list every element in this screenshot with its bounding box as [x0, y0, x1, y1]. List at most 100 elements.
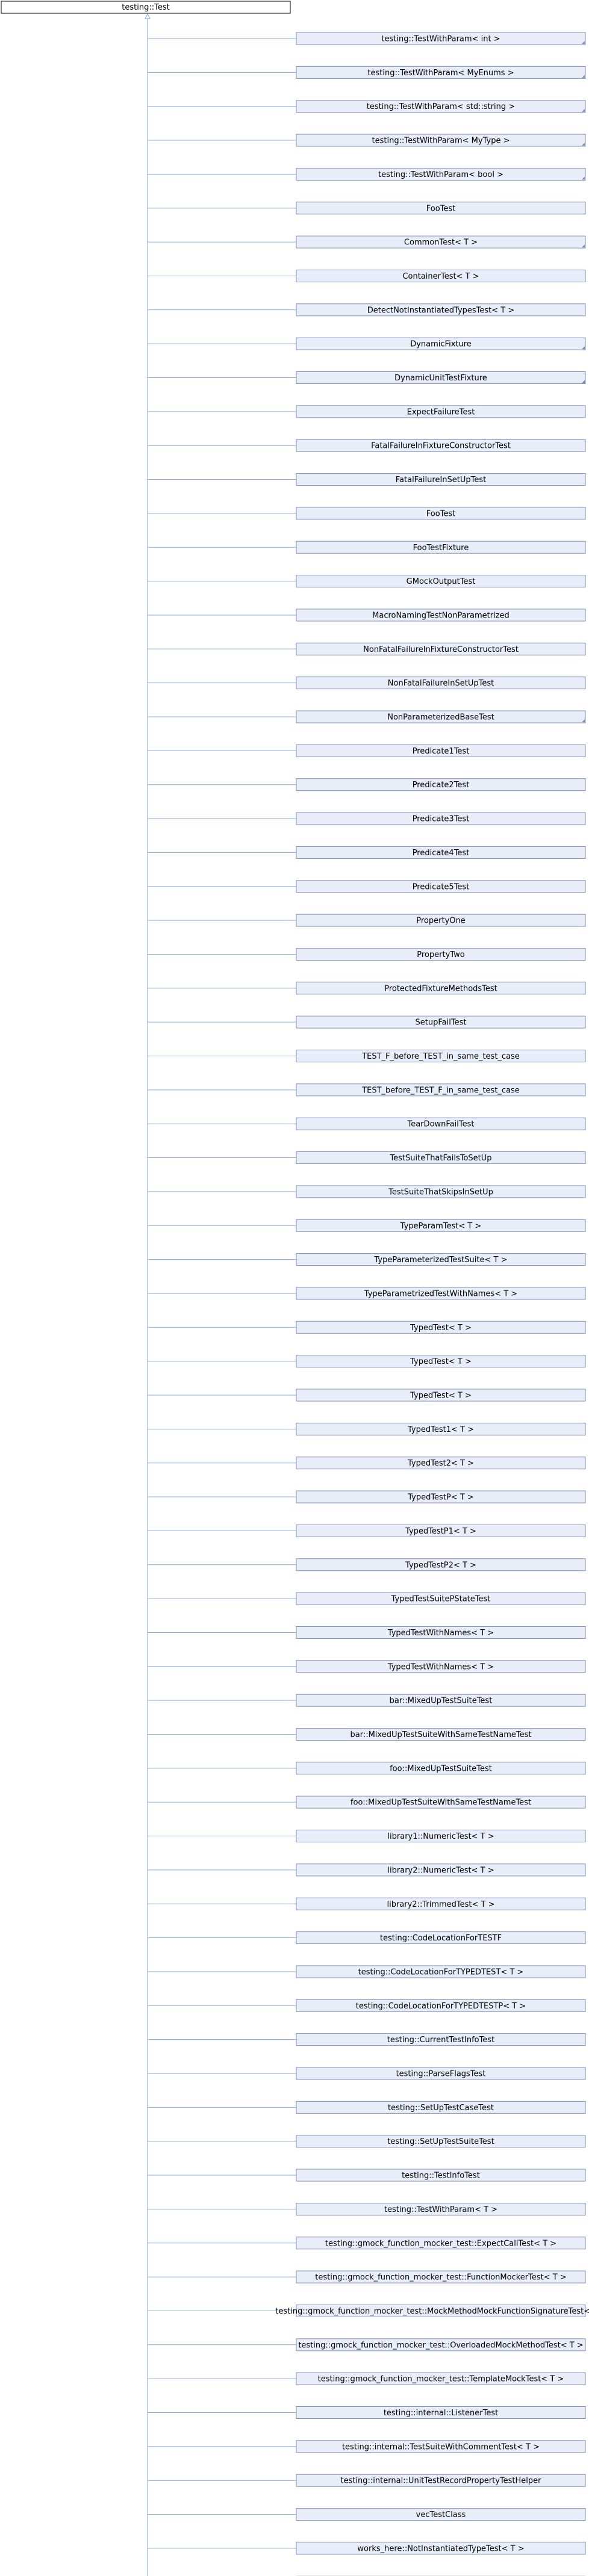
derived-class-node[interactable]: TestSuiteThatFailsToSetUp [296, 1151, 586, 1165]
derived-class-node[interactable]: FatalFailureInFixtureConstructorTest [296, 439, 586, 452]
derived-class-node[interactable]: TypedTestP2< T > [296, 1558, 586, 1571]
derived-class-node[interactable]: Predicate5Test [296, 880, 586, 893]
derived-class-node[interactable]: TypedTest2< T > [296, 1457, 586, 1470]
derived-class-node[interactable]: testing::CurrentTestInfoTest [296, 2033, 586, 2046]
root-class-node[interactable]: testing::Test [1, 1, 291, 14]
derived-class-box [296, 1897, 586, 1910]
derived-class-node[interactable]: FooTest [296, 507, 586, 520]
derived-class-node[interactable]: Predicate1Test [296, 744, 586, 757]
derived-class-node[interactable]: testing::internal::ListenerTest [296, 2406, 586, 2419]
derived-class-node[interactable]: testing::TestWithParam< std::string > [296, 100, 586, 113]
derived-class-node[interactable]: testing::internal::UnitTestRecordPropert… [296, 2474, 586, 2487]
derived-class-node[interactable]: NonParameterizedBaseTest [296, 710, 586, 723]
derived-class-box [296, 642, 586, 655]
derived-class-box [296, 1355, 586, 1368]
derived-class-node[interactable]: testing::CodeLocationForTYPEDTESTP< T > [296, 1999, 586, 2012]
derived-class-label: TEST_before_TEST_F_in_same_test_case [361, 1086, 520, 1095]
derived-class-node[interactable]: TestSuiteThatSkipsInSetUp [296, 1185, 586, 1198]
truncation-mark [582, 143, 585, 146]
derived-class-node[interactable]: foo::MixedUpTestSuiteTest [296, 1762, 586, 1775]
derived-class-node[interactable]: DynamicFixture [296, 337, 586, 350]
derived-class-node[interactable]: DetectNotInstantiatedTypesTest< T > [296, 303, 586, 317]
derived-class-node[interactable]: TypedTest1< T > [296, 1422, 586, 1435]
derived-class-node[interactable]: Predicate2Test [296, 778, 586, 791]
derived-class-node[interactable]: works_here::NotInstantiatedTypeTest< T > [296, 2542, 586, 2555]
derived-class-node[interactable]: library2::TrimmedTest< T > [296, 1897, 586, 1910]
derived-class-node[interactable]: TypedTest< T > [296, 1389, 586, 1402]
derived-class-box [296, 1219, 586, 1232]
derived-class-node[interactable]: testing::TestInfoTest [296, 2169, 586, 2182]
derived-class-node[interactable]: testing::gmock_function_mocker_test::Tem… [296, 2372, 586, 2385]
derived-class-label: Predicate3Test [413, 815, 470, 824]
derived-class-node[interactable]: ProtectedFixtureMethodsTest [296, 982, 586, 995]
derived-class-node[interactable]: MacroNamingTestNonParametrized [296, 608, 586, 622]
derived-class-node[interactable]: testing::ParseFlagsTest [296, 2067, 586, 2080]
derived-class-label: NonFatalFailureInFixtureConstructorTest [363, 645, 519, 654]
derived-class-node[interactable]: TypedTestP< T > [296, 1490, 586, 1503]
derived-class-node[interactable]: TypedTestSuitePStateTest [296, 1592, 586, 1605]
derived-class-node[interactable]: testing::CodeLocationForTESTF [296, 1931, 586, 1945]
derived-class-node[interactable]: library1::NumericTest< T > [296, 1830, 586, 1843]
derived-class-box [296, 2169, 586, 2182]
derived-class-node[interactable]: testing::TestWithParam< MyType > [296, 134, 586, 147]
derived-class-node[interactable]: TEST_F_before_TEST_in_same_test_case [296, 1050, 586, 1062]
derived-class-node[interactable]: testing::gmock_function_mocker_test::Fun… [296, 2270, 586, 2283]
derived-class-box [296, 1524, 586, 1537]
derived-class-node[interactable]: PropertyOne [296, 914, 586, 927]
truncation-mark [582, 75, 585, 78]
derived-class-box [296, 167, 586, 181]
derived-class-node[interactable]: testing::gmock_function_mocker_test::Moc… [275, 2304, 589, 2317]
derived-class-node[interactable]: TypedTestP1< T > [296, 1524, 586, 1537]
derived-class-node[interactable]: testing::gmock_function_mocker_test::Exp… [296, 2237, 586, 2250]
derived-class-label: testing::CodeLocationForTYPEDTEST< T > [358, 1968, 524, 1977]
derived-class-node[interactable]: FooTestFixture [296, 540, 586, 554]
derived-class-node[interactable]: NonFatalFailureInFixtureConstructorTest [296, 642, 586, 655]
derived-class-node[interactable]: SetupFailTest [296, 1015, 586, 1029]
derived-class-node[interactable]: testing::TestWithParam< bool > [296, 167, 586, 181]
derived-class-node[interactable]: vecTestClass [296, 2508, 586, 2521]
derived-class-node[interactable]: testing::gmock_function_mocker_test::Ove… [296, 2338, 586, 2352]
derived-class-node[interactable]: TEST_before_TEST_F_in_same_test_case [296, 1083, 586, 1097]
derived-class-node[interactable]: testing::SetUpTestCaseTest [296, 2101, 586, 2114]
derived-class-node[interactable]: TypeParamTest< T > [296, 1219, 586, 1232]
derived-class-node[interactable]: FatalFailureInSetUpTest [296, 473, 586, 486]
derived-class-node[interactable]: library2::NumericTest< T > [296, 1863, 586, 1877]
derived-class-node[interactable]: TypedTest< T > [296, 1355, 586, 1368]
derived-class-node[interactable]: testing::TestWithParam< MyEnums > [296, 66, 586, 79]
derived-class-node[interactable]: ExpectFailureTest [296, 405, 586, 418]
derived-class-node[interactable]: CommonTest< T > [296, 235, 586, 249]
derived-class-node[interactable]: TearDownFailTest [296, 1117, 586, 1130]
derived-class-node[interactable]: testing::CodeLocationForTYPEDTEST< T > [296, 1965, 586, 1978]
derived-class-node[interactable]: TypedTest< T > [296, 1321, 586, 1334]
derived-class-node[interactable]: PropertyTwo [296, 947, 586, 961]
derived-class-label: TestSuiteThatFailsToSetUp [389, 1154, 491, 1163]
truncation-mark [582, 108, 585, 112]
derived-class-node[interactable]: FooTest [296, 202, 586, 215]
derived-class-box [296, 371, 586, 384]
derived-class-node[interactable]: bar::MixedUpTestSuiteTest [296, 1694, 586, 1707]
derived-class-node[interactable]: bar::MixedUpTestSuiteWithSameTestNameTes… [296, 1728, 586, 1741]
derived-class-node[interactable]: GMockOutputTest [296, 575, 586, 588]
root-class-box [1, 1, 291, 14]
derived-class-box [296, 914, 586, 927]
derived-class-node[interactable]: testing::TestWithParam< int > [296, 32, 586, 45]
derived-class-node[interactable]: testing::internal::TestSuiteWithCommentT… [296, 2440, 586, 2453]
derived-class-label: TypedTestP2< T > [405, 1561, 476, 1570]
derived-class-node[interactable]: foo::MixedUpTestSuiteWithSameTestNameTes… [296, 1795, 586, 1809]
derived-class-node[interactable]: DynamicUnitTestFixture [296, 371, 586, 384]
derived-class-node[interactable]: ContainerTest< T > [296, 269, 586, 282]
derived-class-node[interactable]: testing::TestWithParam< T > [296, 2202, 586, 2215]
derived-class-label: testing::TestInfoTest [402, 2172, 480, 2181]
derived-class-node[interactable]: testing::SetUpTestSuiteTest [296, 2135, 586, 2148]
derived-class-label: testing::TestWithParam< std::string > [367, 102, 515, 111]
derived-class-node[interactable]: NonFatalFailureInSetUpTest [296, 677, 586, 690]
derived-class-label: bar::MixedUpTestSuiteWithSameTestNameTes… [351, 1730, 532, 1739]
derived-class-node[interactable]: TypeParameterizedTestSuite< T > [296, 1253, 586, 1266]
derived-class-box [296, 2101, 586, 2114]
derived-class-node[interactable]: TypedTestWithNames< T > [296, 1660, 586, 1673]
inheritance-edges [145, 13, 296, 2576]
derived-class-node[interactable]: Predicate4Test [296, 846, 586, 859]
derived-class-node[interactable]: TypeParametrizedTestWithNames< T > [296, 1287, 586, 1300]
derived-class-node[interactable]: Predicate3Test [296, 812, 586, 825]
derived-class-node[interactable]: TypedTestWithNames< T > [296, 1626, 586, 1639]
